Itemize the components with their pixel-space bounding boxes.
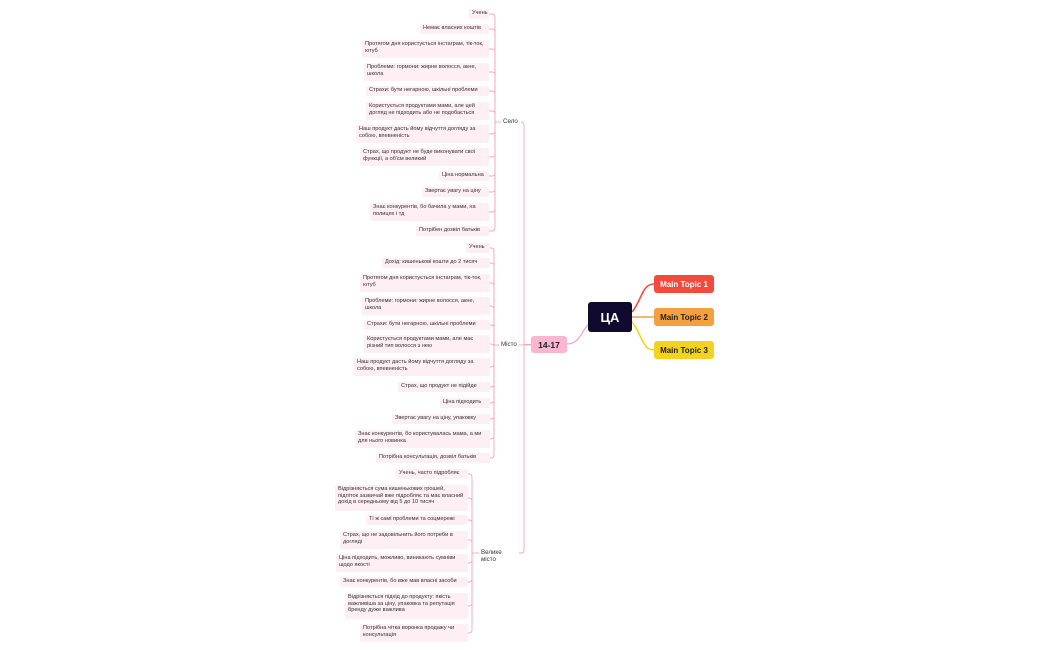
- branch-1-leaf-7[interactable]: Страх, що продукт не підійде: [398, 382, 490, 392]
- connector-age-root: [566, 324, 589, 345]
- connector-branch-0-leaf-3: [489, 71, 496, 122]
- branch-misto[interactable]: Місто: [499, 340, 519, 350]
- branch-1-leaf-0[interactable]: Учень: [466, 243, 490, 253]
- branch-0-leaf-10[interactable]: Знає конкурентів, бо бачила у мами, на п…: [370, 203, 489, 221]
- connector-branch-2-leaf-1: [468, 497, 473, 553]
- connector-branch-1-leaf-0: [490, 247, 495, 345]
- branch-1-leaf-8[interactable]: Ціна підходить: [440, 398, 490, 408]
- branch-1-leaf-4[interactable]: Страхи: бути негарною, шкільні проблеми: [364, 320, 490, 330]
- branch-2-leaf-7[interactable]: Потрібна чітка воронка продажу чи консул…: [360, 624, 468, 642]
- branch-2-leaf-6[interactable]: Відрізняється підхід до продукту: якість…: [345, 593, 468, 619]
- branch-2-leaf-0[interactable]: Учень, часто підробляє: [396, 469, 468, 479]
- branch-1-leaf-3[interactable]: Проблеми: гормони: жирне волосся, акне, …: [362, 297, 490, 315]
- connector-branch-0-leaf-2: [489, 48, 496, 122]
- connector-branch-1-leaf-6: [490, 345, 495, 368]
- connector-branch-0-leaf-0: [489, 13, 496, 122]
- main-topic-1[interactable]: Main Topic 1: [654, 275, 714, 293]
- branch-0-leaf-1[interactable]: Немає власних коштів: [420, 24, 489, 34]
- connector-branch-1-leaf-1: [490, 262, 495, 345]
- connector-branch-0-leaf-7: [489, 122, 496, 158]
- connector-branch-0-leaf-8: [489, 122, 496, 177]
- connector-branch-0-leaf-6: [489, 122, 496, 135]
- connector-branch-1-leaf-5: [490, 343, 495, 348]
- connector-branch-2-leaf-0: [468, 473, 473, 553]
- branch-2-leaf-5[interactable]: Знає конкурентів, бо вже мав власні засо…: [340, 577, 468, 587]
- branch-velyke-misto[interactable]: Велике місто: [479, 548, 519, 563]
- branch-1-leaf-9[interactable]: Звертає увагу на ціну, упаковку: [392, 414, 490, 424]
- connector-branch-2-leaf-2: [468, 519, 473, 553]
- connector-branch-0-leaf-5: [489, 110, 496, 122]
- branch-0-leaf-3[interactable]: Проблеми: гормони: жирне волосся, акне, …: [364, 63, 489, 81]
- branch-2-leaf-4[interactable]: Ціна підходить, можливо, виникають сумні…: [336, 554, 468, 572]
- connector-branch-1-leaf-7: [490, 345, 495, 388]
- connector-branch-1-leaf-4: [490, 324, 495, 345]
- connector-branch-1-leaf-8: [490, 345, 495, 404]
- connector-branch-0-leaf-1: [489, 28, 496, 122]
- branch-1-leaf-6[interactable]: Наш продукт дасть йому відчуття догляду …: [354, 358, 490, 376]
- connector-root-topic-3: [631, 321, 655, 351]
- branch-0-leaf-8[interactable]: Ціна нормальна: [439, 171, 489, 181]
- branch-0-leaf-11[interactable]: Потрібен дозвіл батьків: [416, 226, 489, 236]
- connector-age-branch-2: [519, 344, 531, 554]
- root-node[interactable]: ЦА: [588, 302, 632, 332]
- connector-branch-2-leaf-6: [468, 553, 473, 607]
- age-node[interactable]: 14-17: [531, 336, 567, 353]
- branch-1-leaf-5[interactable]: Користується продуктами мами, але має рі…: [364, 335, 490, 353]
- branch-0-leaf-4[interactable]: Страхи: бути негарною, шкільні проблеми: [366, 86, 489, 96]
- branch-0-leaf-9[interactable]: Звертає увагу на ціну: [422, 187, 489, 197]
- connector-branch-2-leaf-5: [468, 553, 473, 583]
- branch-1-leaf-2[interactable]: Протягом дня користується інстаграм, тік…: [360, 274, 490, 292]
- connector-branch-1-leaf-9: [490, 345, 495, 420]
- branch-1-leaf-11[interactable]: Потрібна консультація, дозвіл батьків: [376, 453, 490, 463]
- connector-branch-1-leaf-3: [490, 305, 495, 345]
- connector-branch-2-leaf-3: [468, 539, 473, 553]
- connector-branch-1-leaf-11: [490, 345, 495, 459]
- connector-age-branch-0: [520, 121, 531, 345]
- connector-branch-0-leaf-9: [489, 122, 496, 193]
- branch-0-leaf-6[interactable]: Наш продукт дасть йому відчуття догляду …: [356, 125, 489, 143]
- branch-2-leaf-2[interactable]: Ті ж самі проблеми та соцмережі: [366, 515, 468, 525]
- connector-branch-1-leaf-2: [490, 282, 495, 345]
- branch-0-leaf-0[interactable]: Учень: [469, 9, 489, 19]
- branch-2-leaf-3[interactable]: Страх, що не задовільнить його потреби в…: [340, 531, 468, 549]
- connector-root-topic-1: [631, 283, 655, 313]
- branch-1-leaf-1[interactable]: Дохід: кишенькові кошти до 2 тисяч: [382, 258, 490, 268]
- connector-branch-2-leaf-4: [468, 553, 473, 564]
- connector-branch-0-leaf-4: [489, 90, 496, 122]
- branch-0-leaf-2[interactable]: Протягом дня користується інстаграм, тік…: [362, 40, 489, 58]
- main-topic-2[interactable]: Main Topic 2: [654, 308, 714, 326]
- branch-0-leaf-5[interactable]: Користується продуктами мами, але цей до…: [366, 102, 489, 120]
- connector-branch-1-leaf-10: [490, 345, 495, 440]
- branch-2-leaf-1[interactable]: Відрізняється сума кишенькових грошей, п…: [335, 485, 468, 511]
- main-topic-3[interactable]: Main Topic 3: [654, 341, 714, 359]
- connector-branch-0-leaf-11: [489, 122, 496, 232]
- branch-0-leaf-7[interactable]: Страх, що продукт не буде виконувати сво…: [360, 148, 489, 166]
- connector-branch-2-leaf-7: [468, 553, 473, 634]
- branch-1-leaf-10[interactable]: Знає конкурентів, бо користувалась мама,…: [355, 430, 490, 448]
- connector-branch-0-leaf-10: [489, 122, 496, 213]
- branch-selo[interactable]: Село: [501, 117, 521, 127]
